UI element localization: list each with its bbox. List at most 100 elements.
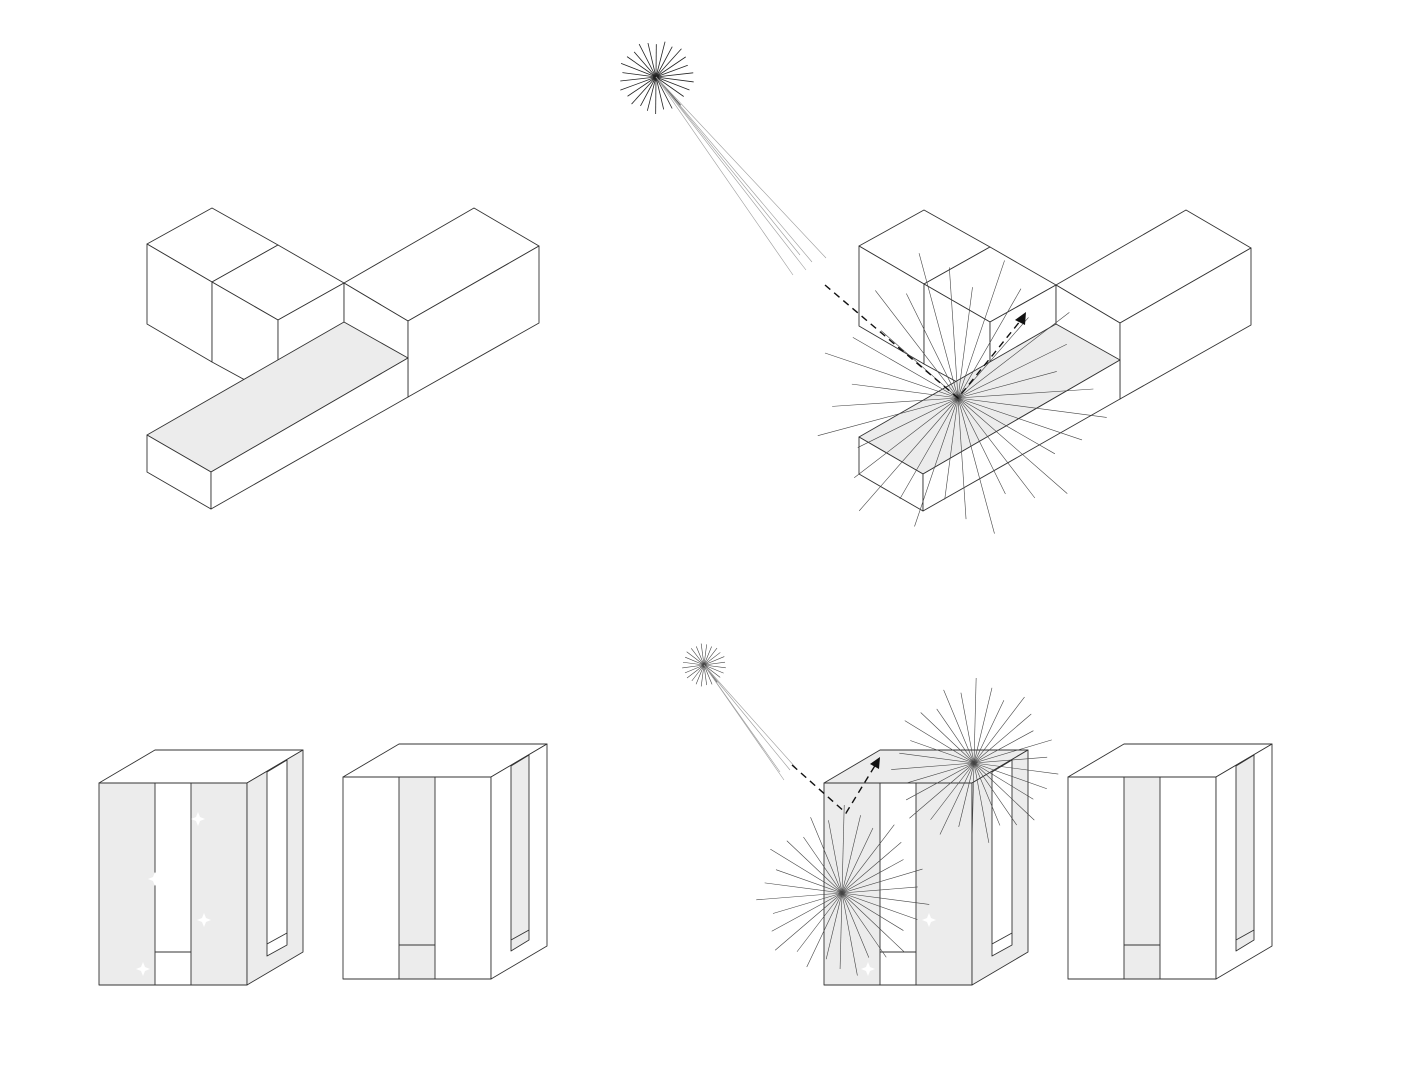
ray bbox=[810, 817, 843, 894]
ray bbox=[764, 882, 843, 894]
ray bbox=[828, 820, 843, 894]
ray bbox=[841, 892, 905, 953]
ray bbox=[655, 46, 673, 78]
ray bbox=[957, 317, 1029, 399]
front-long-block bbox=[146, 321, 409, 510]
ray bbox=[774, 892, 843, 951]
ray bbox=[786, 840, 843, 894]
beam-line bbox=[655, 76, 807, 271]
panel-cubes-sunlit bbox=[682, 643, 1273, 986]
ray bbox=[638, 43, 657, 78]
ray bbox=[949, 267, 959, 399]
ray bbox=[700, 664, 705, 687]
ray bbox=[655, 72, 694, 78]
ray bbox=[914, 397, 959, 527]
ray bbox=[631, 76, 657, 105]
ray bbox=[957, 397, 1083, 441]
ray bbox=[899, 397, 959, 500]
ray bbox=[957, 397, 1036, 499]
ray bbox=[825, 892, 843, 960]
ray bbox=[957, 288, 1022, 399]
ray bbox=[841, 892, 918, 920]
ray bbox=[944, 397, 959, 500]
ray bbox=[957, 397, 1068, 494]
ray bbox=[703, 647, 718, 666]
ray bbox=[622, 72, 657, 78]
ray bbox=[905, 762, 975, 801]
ray bbox=[824, 352, 959, 399]
ray bbox=[973, 762, 1047, 790]
ray bbox=[971, 762, 975, 837]
ray bbox=[703, 664, 724, 674]
sunlight-beam bbox=[703, 664, 797, 781]
ray bbox=[703, 652, 721, 666]
reflection-arrow-icon bbox=[824, 284, 1026, 399]
cube-light bbox=[1067, 743, 1273, 980]
beam-line bbox=[703, 664, 797, 769]
ray bbox=[627, 76, 657, 97]
ray bbox=[973, 762, 1035, 821]
cube-shaded bbox=[823, 749, 1029, 986]
beam-line bbox=[703, 664, 791, 771]
ray bbox=[703, 644, 707, 666]
cube-shaded bbox=[98, 749, 304, 986]
ray bbox=[806, 892, 843, 968]
ray bbox=[841, 892, 930, 905]
ray bbox=[841, 824, 895, 894]
ray bbox=[841, 886, 918, 894]
ray bbox=[841, 892, 904, 931]
ray bbox=[957, 260, 1005, 399]
ray bbox=[770, 848, 843, 894]
ray bbox=[973, 687, 993, 764]
ray bbox=[775, 869, 843, 894]
ray bbox=[891, 762, 975, 770]
ray bbox=[655, 76, 694, 83]
ray bbox=[703, 646, 712, 666]
ray bbox=[857, 397, 959, 448]
ray bbox=[841, 892, 858, 976]
ray bbox=[957, 397, 967, 520]
ray bbox=[851, 383, 959, 399]
ray bbox=[973, 762, 1059, 775]
ray bbox=[936, 708, 975, 764]
ray bbox=[973, 696, 1025, 764]
ray bbox=[620, 76, 657, 82]
ray bbox=[655, 76, 684, 97]
ray bbox=[655, 76, 665, 110]
ray bbox=[686, 651, 705, 666]
ray bbox=[957, 371, 1057, 399]
ray bbox=[904, 720, 975, 764]
ray bbox=[841, 842, 902, 894]
ray bbox=[655, 41, 666, 78]
ray bbox=[852, 337, 959, 399]
ray bbox=[682, 664, 705, 669]
light-burst-icon bbox=[817, 253, 1107, 534]
ray bbox=[957, 397, 1107, 418]
beam-line bbox=[703, 664, 781, 773]
ray bbox=[973, 762, 1001, 826]
sunlight-beam bbox=[655, 76, 827, 276]
ray bbox=[957, 343, 1067, 399]
beam-line bbox=[655, 76, 801, 256]
ray bbox=[958, 762, 975, 827]
ray bbox=[703, 664, 713, 685]
ray bbox=[973, 713, 1032, 764]
sun-icon bbox=[620, 41, 694, 114]
ray bbox=[682, 661, 705, 666]
ray bbox=[703, 664, 726, 669]
ray bbox=[973, 730, 1034, 764]
ray bbox=[796, 892, 843, 952]
back-cube-left bbox=[858, 209, 991, 365]
ray bbox=[854, 397, 959, 479]
ray bbox=[973, 700, 1005, 764]
sun-icon bbox=[682, 643, 726, 687]
ray bbox=[957, 287, 973, 399]
ray bbox=[841, 815, 861, 894]
ray bbox=[957, 397, 995, 534]
ray bbox=[817, 397, 959, 437]
ray bbox=[960, 692, 975, 764]
ray bbox=[839, 892, 843, 969]
ray bbox=[686, 664, 705, 679]
ray bbox=[647, 42, 657, 78]
